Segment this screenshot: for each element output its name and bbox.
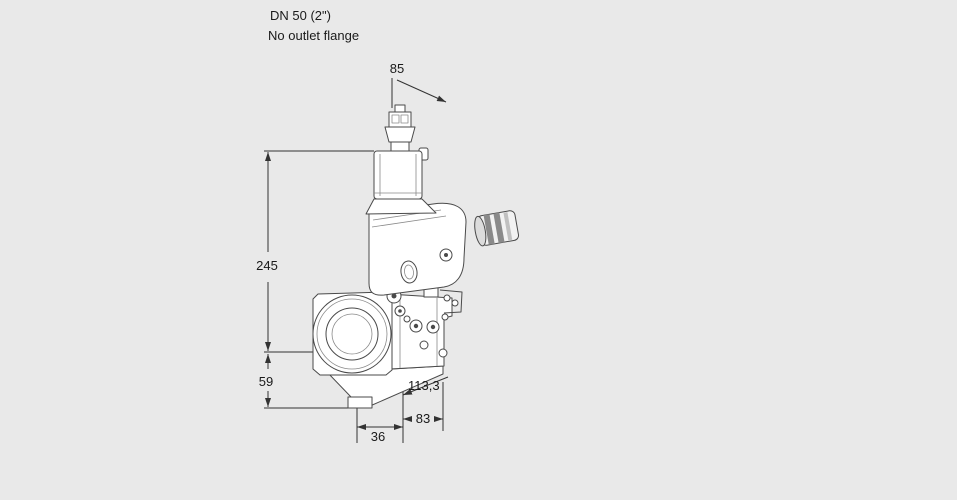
mount-pin bbox=[403, 315, 411, 323]
dim-label-foot-offset: 36 bbox=[371, 429, 385, 444]
dim-label-diagonal: 113,3 bbox=[408, 378, 440, 393]
valve-drawing bbox=[312, 104, 520, 409]
dim-label-body-width: 83 bbox=[416, 411, 430, 426]
dim-label-center-to-bottom: 59 bbox=[259, 374, 273, 389]
mount-bolt-large-center bbox=[391, 293, 397, 299]
connector-terminal-right bbox=[400, 114, 409, 124]
knob-end-cap bbox=[474, 215, 487, 247]
body-top-right-detail bbox=[439, 289, 463, 314]
dimension-lines bbox=[264, 78, 449, 443]
body-bolt-1-center bbox=[413, 323, 419, 329]
dim-label-overall-height: 245 bbox=[256, 258, 278, 273]
valve-body bbox=[387, 289, 463, 370]
din-connector bbox=[384, 104, 416, 152]
knob-rib-2 bbox=[493, 212, 505, 244]
dim-line-diagonal bbox=[402, 376, 449, 396]
body-plug-screw bbox=[438, 348, 448, 358]
coil-cylinder bbox=[373, 150, 423, 200]
coil-yoke bbox=[365, 198, 437, 215]
flange-bore-inner bbox=[331, 313, 373, 355]
knob-groove bbox=[503, 212, 513, 241]
body-bolt-2-center bbox=[430, 324, 436, 330]
housing-sight-oval bbox=[400, 260, 418, 284]
flange-bore bbox=[325, 307, 379, 361]
connector-neck bbox=[390, 141, 410, 152]
body-bolt-3 bbox=[419, 340, 429, 350]
mount-bolt-small-center bbox=[398, 309, 402, 313]
housing-screw-center bbox=[444, 253, 448, 257]
dim-arrow-top-width bbox=[396, 79, 447, 103]
tap-screw-1 bbox=[443, 294, 451, 302]
solenoid-coil bbox=[373, 147, 429, 200]
product-title: DN 50 (2") bbox=[270, 8, 331, 23]
housing-seam-2 bbox=[371, 215, 447, 228]
body-small-screw bbox=[441, 313, 449, 321]
connector-screw bbox=[394, 104, 406, 113]
body-block-outline bbox=[387, 293, 453, 370]
flange-face-ring bbox=[316, 298, 388, 370]
dim-label-top-width: 85 bbox=[390, 61, 404, 76]
bottom-foot bbox=[347, 396, 373, 409]
knob-rib-1 bbox=[483, 214, 495, 245]
product-subtitle: No outlet flange bbox=[268, 28, 360, 43]
inlet-flange bbox=[312, 291, 393, 376]
connector-terminal-left bbox=[391, 114, 400, 124]
connector-collar bbox=[384, 126, 416, 143]
tap-screw-2 bbox=[451, 299, 459, 307]
housing-sight-oval-inner bbox=[404, 264, 414, 280]
housing-outline bbox=[368, 202, 467, 296]
actuator-housing bbox=[368, 202, 467, 296]
adjustment-knob bbox=[474, 210, 520, 247]
dimension-labels: 85 245 59 36 83 113,3 bbox=[256, 61, 439, 444]
